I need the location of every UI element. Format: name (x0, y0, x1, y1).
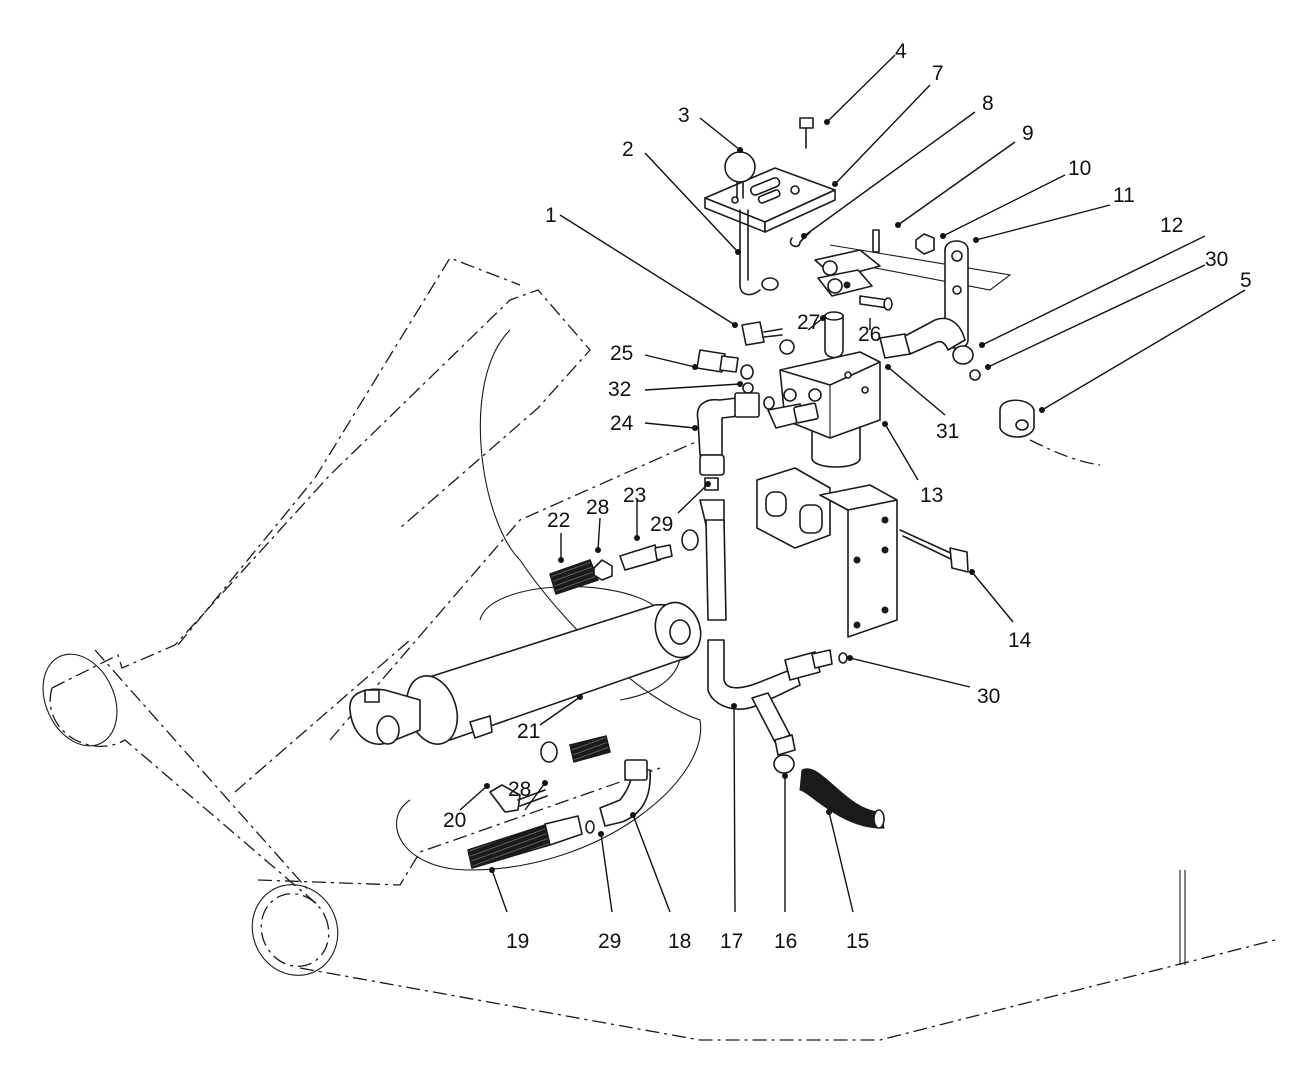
callout-17: 17 (720, 930, 743, 953)
elbow-20 (489, 784, 548, 813)
callout-27: 27 (797, 311, 820, 334)
callout-28-lower: 28 (508, 778, 531, 801)
control-valve (767, 311, 881, 468)
adapter-23 (619, 544, 673, 571)
callout-5: 5 (1240, 269, 1252, 292)
callout-25: 25 (610, 342, 633, 365)
elbow-18 (585, 759, 651, 834)
callout-22: 22 (547, 509, 570, 532)
fitting-12 (879, 317, 981, 381)
valve-mount-bracket (756, 467, 898, 638)
callout-19: 19 (506, 930, 529, 953)
callout-20: 20 (443, 809, 466, 832)
callout-21: 21 (517, 720, 540, 743)
callout-23: 23 (623, 484, 646, 507)
tube-upper (705, 519, 727, 621)
tube-17 (707, 639, 848, 756)
callout-11: 11 (1113, 184, 1135, 207)
nut-10 (915, 233, 935, 255)
callout-4: 4 (895, 40, 907, 63)
fitting-25 (696, 349, 754, 380)
callout-13: 13 (920, 484, 943, 507)
callout-leaders (459, 54, 1246, 913)
hose-sleeve-22 (549, 559, 599, 595)
bolt-4 (799, 117, 814, 149)
cotter-pin-8 (789, 231, 811, 248)
callout-24: 24 (610, 412, 634, 435)
callout-28-upper: 28 (586, 496, 609, 519)
callout-14: 14 (1008, 629, 1032, 652)
callout-labels: 1 2 3 4 5 7 8 9 10 11 12 13 14 15 16 17 … (443, 40, 1252, 953)
pin-9 (872, 229, 880, 253)
oring-32 (742, 382, 754, 394)
control-lever (724, 151, 779, 296)
lift-cylinder (349, 601, 702, 745)
callout-8: 8 (982, 92, 994, 115)
callout-15: 15 (846, 930, 869, 953)
callout-29-upper: 29 (650, 513, 673, 536)
elbow-24 (696, 392, 775, 456)
callout-32: 32 (608, 378, 631, 401)
hose-19 (467, 815, 583, 869)
bolt-14 (899, 529, 969, 573)
fitting-1 (741, 321, 795, 355)
callout-3: 3 (678, 104, 690, 127)
callout-18: 18 (668, 930, 691, 953)
callout-30-upper: 30 (1205, 248, 1228, 271)
callout-16: 16 (774, 930, 797, 953)
callout-12: 12 (1160, 214, 1183, 237)
hose-15 (799, 768, 885, 829)
nut-28-upper (593, 559, 613, 581)
callout-31: 31 (936, 420, 959, 443)
hose-sleeve-21 (540, 735, 611, 763)
callout-2: 2 (622, 138, 634, 161)
callout-10: 10 (1068, 157, 1091, 180)
callout-29-lower: 29 (598, 930, 621, 953)
callout-7: 7 (932, 62, 944, 85)
callout-9: 9 (1022, 122, 1034, 145)
callout-26: 26 (858, 323, 881, 346)
callout-1: 1 (545, 204, 557, 227)
frame-phantom-outline (42, 244, 1276, 1041)
cap-5 (999, 399, 1035, 438)
clevis-link (814, 249, 893, 311)
lever-mount-plate (704, 167, 836, 233)
hose-clamp-16 (773, 754, 795, 774)
callout-30-lower: 30 (977, 685, 1000, 708)
